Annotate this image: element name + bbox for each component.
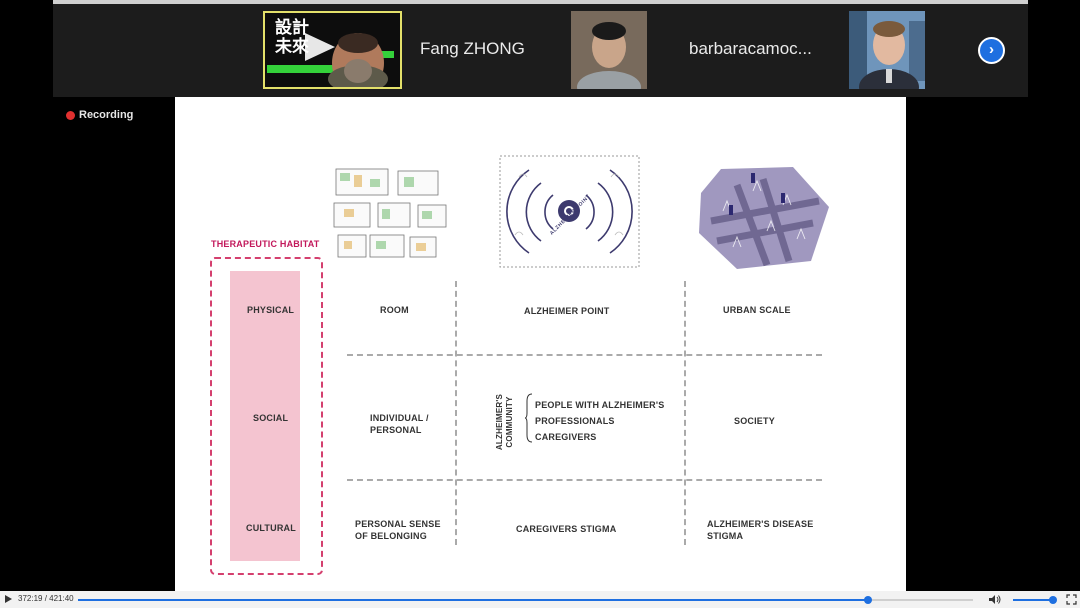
cell-alzheimer-point: ALZHEIMER POINT (524, 306, 610, 316)
urban-scale-illustration (699, 167, 829, 269)
cell-room: ROOM (380, 305, 409, 315)
volume-icon[interactable] (988, 594, 1002, 605)
cell-urban-scale: URBAN SCALE (723, 305, 791, 315)
grid-divider (347, 479, 822, 481)
room-sketches-illustration (333, 168, 447, 258)
community-brace (525, 393, 533, 443)
recording-label: Recording (79, 109, 134, 121)
cell-caregivers-stigma: CAREGIVERS STIGMA (516, 524, 617, 534)
volume-handle[interactable] (1049, 596, 1057, 604)
therapeutic-habitat-title: THERAPEUTIC HABITAT (211, 239, 320, 249)
seek-progress (78, 599, 869, 601)
community-item-2: PROFESSIONALS (535, 416, 615, 426)
cell-disease-stigma-line1: ALZHEIMER'S DISEASE (707, 519, 814, 529)
participant-name: Fang ZHONG (420, 39, 525, 58)
play-icon[interactable] (5, 595, 12, 603)
cell-individual-line1: INDIVIDUAL / (370, 413, 429, 423)
participant-video-3 (571, 11, 647, 89)
strip-top-border (53, 0, 1028, 4)
shared-slide: ALZHEIMER POINT THERAPEUTIC HABITAT (175, 97, 906, 591)
player-controls: 372:19 / 421:40 (0, 591, 1080, 608)
participant-tile-5[interactable] (849, 11, 925, 89)
participant-video-1 (265, 13, 400, 87)
participant-tile-2[interactable]: Fang ZHONG (413, 11, 543, 89)
row-label-social: SOCIAL (253, 413, 289, 423)
participant-tile-1[interactable]: 設計 未來 (263, 11, 402, 89)
volume-slider[interactable] (1013, 599, 1055, 601)
alzheimer-point-illustration (499, 155, 640, 268)
cell-individual-line2: PERSONAL (370, 425, 422, 435)
grid-divider (347, 354, 822, 356)
participant-logo-text: 設計 未來 (275, 18, 309, 57)
habitat-bar (230, 271, 300, 561)
community-vertical-label: ALZHEIMER'S COMMUNITY (495, 393, 514, 451)
participant-tile-3[interactable] (571, 11, 647, 89)
grid-divider (684, 281, 686, 545)
fullscreen-icon[interactable] (1066, 594, 1077, 605)
seek-bar[interactable] (78, 596, 973, 604)
playback-time: 372:19 / 421:40 (18, 594, 74, 603)
cell-belonging-line1: PERSONAL SENSE (355, 519, 441, 529)
participant-video-5 (849, 11, 925, 89)
record-dot-icon (66, 110, 75, 120)
row-label-physical: PHYSICAL (247, 305, 295, 315)
community-item-1: PEOPLE WITH ALZHEIMER'S (535, 400, 665, 410)
cell-society: SOCIETY (734, 416, 775, 426)
next-participants-button[interactable]: › (978, 37, 1005, 64)
participant-strip: 設計 未來 Fang ZHONG barbaracamoc... (53, 0, 1028, 97)
participant-tile-4[interactable]: barbaracamoc... (681, 11, 819, 89)
community-item-3: CAREGIVERS (535, 432, 597, 442)
row-label-cultural: CULTURAL (246, 523, 296, 533)
cell-disease-stigma-line2: STIGMA (707, 531, 744, 541)
cell-belonging-line2: OF BELONGING (355, 531, 427, 541)
seek-handle[interactable] (864, 596, 873, 604)
therapeutic-habitat-frame (210, 257, 323, 575)
participant-name: barbaracamoc... (689, 39, 812, 58)
recording-indicator: Recording (66, 109, 133, 121)
grid-divider (455, 281, 457, 545)
